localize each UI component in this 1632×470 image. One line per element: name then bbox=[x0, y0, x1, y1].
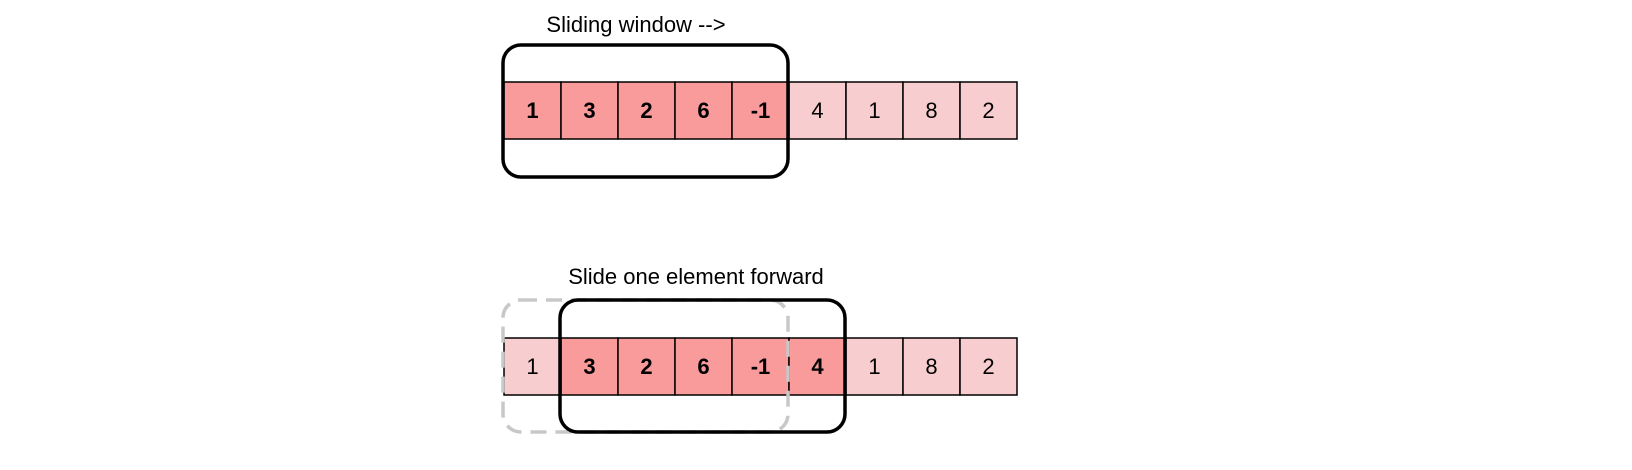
window-frame bbox=[501, 43, 790, 179]
cell-value: 1 bbox=[868, 354, 880, 379]
array-cell: 1 bbox=[845, 337, 904, 396]
cell-value: 3 bbox=[583, 354, 595, 379]
cell-value: 8 bbox=[925, 98, 937, 123]
cell-value: 2 bbox=[982, 98, 994, 123]
cell-value: 4 bbox=[811, 354, 824, 379]
cell-value: 6 bbox=[697, 98, 709, 123]
array-cell: 1 bbox=[503, 81, 562, 140]
array-cell: 2 bbox=[617, 81, 676, 140]
cell-value: 2 bbox=[640, 354, 652, 379]
array-cell: 2 bbox=[959, 81, 1018, 140]
row-1-caption: Sliding window --> bbox=[546, 12, 725, 37]
array-cell: 4 bbox=[788, 81, 847, 140]
row-1: Sliding window --> 1 3 2 6 -1 4 1 8 2 bbox=[501, 12, 1018, 179]
row-2-caption: Slide one element forward bbox=[568, 264, 824, 289]
cell-value: 1 bbox=[526, 98, 538, 123]
row-1-cells: 1 3 2 6 -1 4 1 8 2 bbox=[503, 81, 1018, 140]
cell-value: 4 bbox=[811, 98, 823, 123]
array-cell: 2 bbox=[617, 337, 676, 396]
cell-value: -1 bbox=[751, 98, 771, 123]
array-cell: 8 bbox=[902, 81, 961, 140]
array-cell: 6 bbox=[674, 81, 733, 140]
row-2-cells: 1 3 2 6 -1 4 1 8 2 bbox=[503, 337, 1018, 396]
cell-value: 2 bbox=[640, 98, 652, 123]
array-cell: 1 bbox=[503, 337, 562, 396]
array-cell: 3 bbox=[560, 81, 619, 140]
window-frame bbox=[558, 298, 847, 434]
array-cell: -1 bbox=[731, 81, 790, 140]
cell-value: 6 bbox=[697, 354, 709, 379]
cell-value: -1 bbox=[751, 354, 771, 379]
cell-value: 2 bbox=[982, 354, 994, 379]
row-2: Slide one element forward 1 3 2 6 -1 4 1… bbox=[501, 264, 1018, 434]
array-cell: 3 bbox=[560, 337, 619, 396]
cell-value: 8 bbox=[925, 354, 937, 379]
array-cell: 6 bbox=[674, 337, 733, 396]
array-cell: -1 bbox=[731, 337, 790, 396]
array-cell: 8 bbox=[902, 337, 961, 396]
cell-value: 3 bbox=[583, 98, 595, 123]
cell-value: 1 bbox=[868, 98, 880, 123]
array-cell: 4 bbox=[788, 337, 847, 396]
cell-value: 1 bbox=[526, 354, 538, 379]
array-cell: 2 bbox=[959, 337, 1018, 396]
array-cell: 1 bbox=[845, 81, 904, 140]
